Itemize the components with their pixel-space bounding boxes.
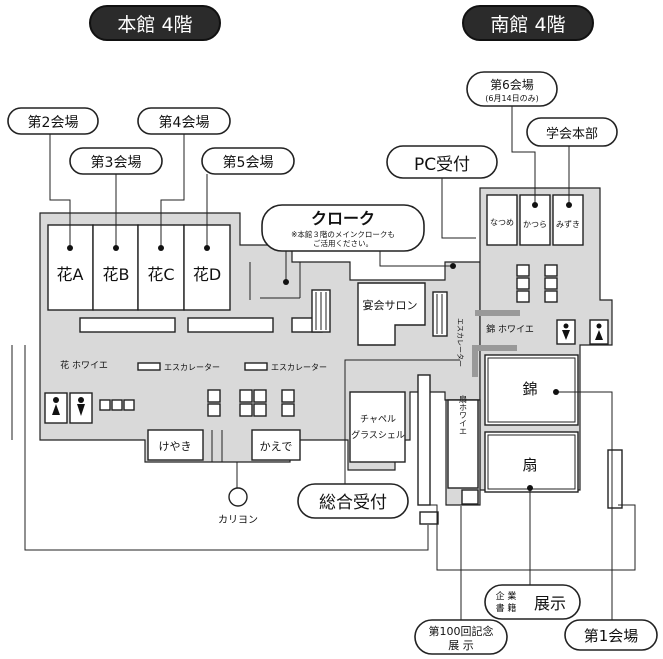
escalator-1-icon bbox=[137, 362, 161, 371]
room-katsura-label: かつら bbox=[523, 220, 547, 229]
memorial-label-2: 展 示 bbox=[448, 639, 474, 652]
ougi-foyer bbox=[447, 399, 479, 489]
counter-2 bbox=[187, 317, 274, 333]
exhibition-label: 展示 bbox=[534, 594, 566, 613]
main-building-floor: 花A 花B 花C 花D 宴会サロン 花 ホワイエ エスカレーター エスカレーター bbox=[39, 212, 481, 526]
general-reception-callout[interactable]: 総合受付 bbox=[297, 483, 409, 519]
hq-callout[interactable]: 学会本部 bbox=[526, 117, 618, 147]
room-natsume-label: なつめ bbox=[490, 218, 514, 227]
memorial-label-1: 第100回記念 bbox=[429, 624, 494, 638]
room-hana-d[interactable] bbox=[183, 224, 231, 311]
hall6-note: (6月14日のみ) bbox=[485, 94, 539, 103]
memorial-exhibition-callout[interactable]: 第100回記念 展 示 bbox=[414, 619, 508, 655]
chapel-label-2: グラスシェル bbox=[351, 429, 405, 441]
escalator-block-2 bbox=[432, 291, 448, 337]
room-ougi-label: 扇 bbox=[522, 456, 537, 474]
hall5-callout[interactable]: 第5会場 bbox=[201, 147, 295, 175]
hall6-callout[interactable]: 第6会場 (6月14日のみ) bbox=[466, 71, 558, 107]
main-building-header: 本館 4階 bbox=[89, 5, 221, 41]
male-restroom-icon bbox=[562, 323, 570, 340]
south-building-floor: なつめ かつら みずき 錦 ホワイエ 錦 bbox=[445, 187, 623, 509]
hall1-callout[interactable]: 第1会場 bbox=[564, 619, 658, 651]
room-hana-a-label: 花A bbox=[57, 265, 84, 284]
connector-corridor bbox=[417, 374, 431, 506]
hall1-label: 第1会場 bbox=[584, 627, 639, 645]
hall3-label: 第3会場 bbox=[91, 154, 142, 171]
room-kaede[interactable] bbox=[251, 429, 301, 461]
hall4-label: 第4会場 bbox=[159, 114, 210, 131]
room-ougi[interactable] bbox=[484, 431, 579, 493]
room-kaede-label: かえで bbox=[260, 440, 293, 453]
female-restroom-icon bbox=[52, 397, 60, 415]
hall5-label: 第5会場 bbox=[223, 154, 274, 171]
hall6-label: 第6会場 bbox=[490, 78, 534, 92]
room-natsume[interactable] bbox=[486, 194, 518, 246]
hq-label: 学会本部 bbox=[546, 126, 598, 142]
room-nishiki[interactable] bbox=[484, 354, 579, 426]
room-enkai-salon-label: 宴会サロン bbox=[363, 298, 418, 312]
room-enkai-salon[interactable] bbox=[357, 282, 426, 346]
room-hana-d-label: 花D bbox=[193, 265, 221, 284]
hall3-callout[interactable]: 第3会場 bbox=[69, 147, 163, 175]
pc-reception-label: PC受付 bbox=[414, 155, 470, 175]
room-hana-b-label: 花B bbox=[103, 265, 130, 284]
carillon-bell[interactable] bbox=[228, 487, 248, 507]
exhibition-small-2: 書 籍 bbox=[496, 602, 517, 614]
exhibition-callout[interactable]: 企 業 書 籍 展示 bbox=[484, 584, 581, 620]
room-nishiki-label: 錦 bbox=[522, 380, 537, 398]
male-restroom-icon bbox=[77, 397, 85, 416]
pc-reception-callout[interactable]: PC受付 bbox=[386, 145, 498, 179]
escalator-2-label: エスカレーター bbox=[271, 363, 327, 372]
escalator-vertical-label: エスカレーター bbox=[456, 318, 465, 367]
escalator-block-3 bbox=[419, 511, 439, 525]
escalator-block-4 bbox=[461, 489, 479, 505]
hall2-label: 第2会場 bbox=[28, 114, 79, 131]
hana-foyer-label: 花 ホワイエ bbox=[60, 359, 108, 371]
main-building-title: 本館 4階 bbox=[117, 14, 192, 36]
side-box bbox=[607, 449, 623, 509]
south-building-title: 南館 4階 bbox=[490, 14, 565, 36]
room-keyaki[interactable] bbox=[147, 429, 204, 461]
cloak-callout[interactable]: クローク ※本館３階のメインクロークも ご活用ください。 bbox=[261, 204, 425, 252]
cloak-note-2: ご活用ください。 bbox=[313, 238, 373, 248]
counter-1 bbox=[79, 317, 176, 333]
room-mizuki-label: みずき bbox=[556, 219, 580, 229]
carillon-label: カリヨン bbox=[218, 514, 258, 526]
cloak-note-1: ※本館３階のメインクロークも bbox=[291, 229, 395, 239]
south-building-header: 南館 4階 bbox=[462, 5, 594, 41]
ougi-foyer-label: 扇ホワイエ bbox=[459, 394, 468, 435]
hall2-callout[interactable]: 第2会場 bbox=[7, 107, 99, 135]
nishiki-foyer-label: 錦 ホワイエ bbox=[486, 323, 534, 335]
escalator-1-label: エスカレーター bbox=[164, 363, 220, 372]
general-reception-label: 総合受付 bbox=[319, 493, 387, 513]
hall4-callout[interactable]: 第4会場 bbox=[137, 107, 231, 135]
room-chapel[interactable] bbox=[349, 391, 406, 463]
room-keyaki-label: けやき bbox=[159, 440, 192, 453]
female-restroom-icon bbox=[595, 323, 603, 340]
chapel-label-1: チャペル bbox=[360, 414, 396, 425]
escalator-2-icon bbox=[244, 362, 268, 371]
room-hana-c-label: 花C bbox=[147, 265, 174, 284]
exhibition-small-1: 企 業 bbox=[496, 590, 517, 602]
cloak-label: クローク bbox=[311, 209, 375, 228]
